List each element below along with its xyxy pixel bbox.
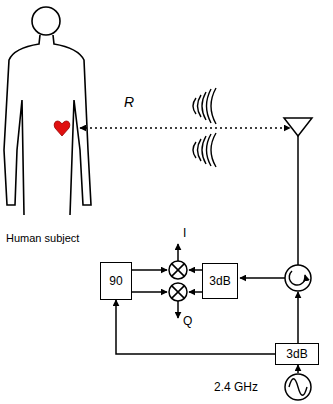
antenna: [284, 118, 312, 265]
svg-part: [172, 264, 185, 277]
signal-connector: [116, 300, 275, 354]
svg-part: [285, 265, 311, 291]
svg-part: [177, 244, 179, 261]
signal-name: Q: [183, 314, 192, 328]
svg-part: [211, 133, 216, 167]
waves-out: [193, 88, 216, 124]
phase-shifter-box: 90: [100, 262, 132, 300]
sine-wave: [289, 379, 307, 396]
range-arrow: [80, 127, 290, 128]
svg-part: [132, 269, 167, 271]
range-label: R: [124, 94, 134, 110]
svg-part: [198, 95, 202, 117]
box-label: 3dB: [286, 347, 307, 361]
svg-part: [193, 98, 196, 114]
mixer-wires: [132, 244, 202, 318]
box-label: 3dB: [209, 274, 230, 288]
mixers: [169, 261, 187, 301]
svg-part: [172, 286, 185, 299]
splitter-box: 3dB: [275, 343, 319, 365]
splitter-box: 3dB: [202, 263, 238, 299]
splitter-to-circulator: [297, 292, 299, 343]
svg-part: [211, 88, 216, 124]
svg-part: [202, 136, 206, 164]
subject-label: Human subject: [6, 232, 79, 244]
svg-part: [189, 269, 202, 271]
circulator: [285, 265, 311, 291]
oscillator-symbol: [284, 373, 312, 401]
human-figure: [4, 7, 91, 215]
signal-connector: [297, 365, 299, 373]
box-label: 90: [109, 274, 122, 288]
oscillator-circle: [285, 374, 311, 400]
svg-part: [132, 291, 167, 293]
frequency-label: 2.4 GHz: [214, 380, 258, 394]
svg-part: [169, 261, 187, 279]
svg-part: [193, 142, 196, 158]
signal-name: I: [183, 226, 186, 240]
svg-part: [289, 271, 305, 285]
waves-back: [193, 133, 216, 167]
heart: [54, 121, 70, 136]
svg-part: [297, 136, 299, 265]
svg-part: [198, 139, 202, 161]
circulator-to-splitter: [240, 277, 285, 279]
svg-part: [202, 92, 206, 120]
oscillator: 2.4 GHz: [214, 373, 312, 401]
svg-part: [189, 291, 202, 293]
body-outline: [4, 35, 91, 215]
svg-part: [169, 283, 187, 301]
svg-part: [177, 301, 179, 318]
svg-part: [284, 118, 312, 136]
head: [32, 7, 60, 35]
